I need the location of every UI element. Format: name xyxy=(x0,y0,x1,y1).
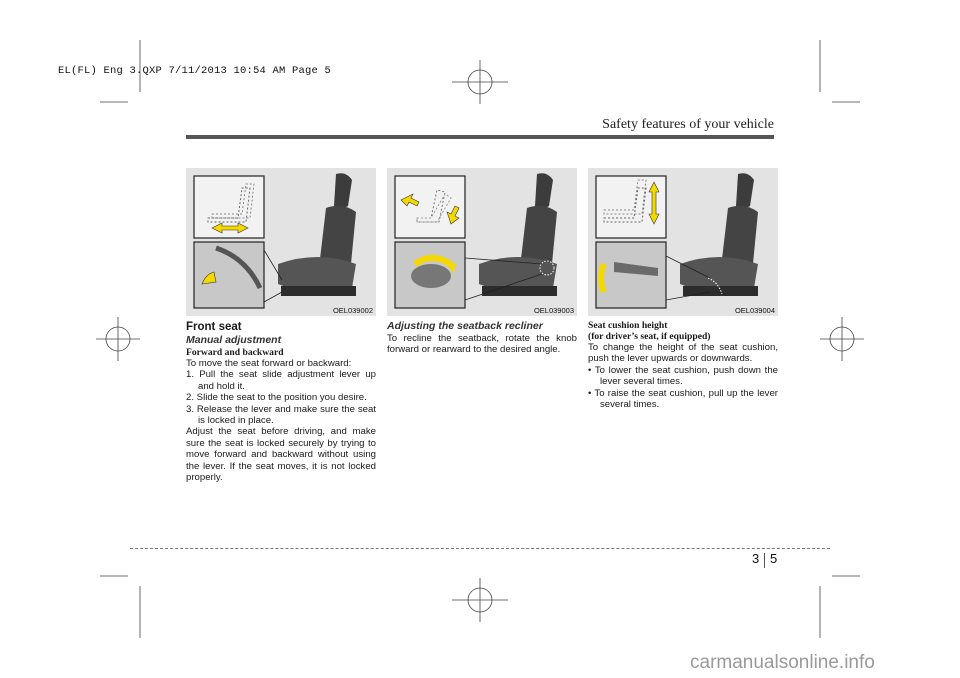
figure-code: OEL039004 xyxy=(734,306,775,315)
chapter-number: 3 xyxy=(752,551,760,566)
heading-forward-backward: Forward and backward xyxy=(186,347,284,358)
figure-cushion-height: OEL039004 xyxy=(588,168,778,316)
step-2: 2. Slide the seat to the position you de… xyxy=(186,392,367,404)
paragraph-recliner: To recline the seatback, rotate the knob… xyxy=(387,333,577,356)
figure-code: OEL039003 xyxy=(533,306,574,315)
paragraph-note: Adjust the seat before driving, and make… xyxy=(186,426,376,484)
arrow-icon xyxy=(400,193,460,225)
section-title: Safety features of your vehicle xyxy=(602,117,774,132)
figure-seatback-recliner: OEL039003 xyxy=(387,168,577,316)
watermark: carmanualsonline.info xyxy=(690,652,875,673)
print-slug: EL(FL) Eng 3.QXP 7/11/2013 10:54 AM Page… xyxy=(58,65,332,77)
paragraph-cushion-intro: To change the height of the seat cushion… xyxy=(588,342,778,365)
heading-if-equipped: (for driver’s seat, if equipped) xyxy=(588,331,711,342)
heading-front-seat: Front seat xyxy=(186,321,242,333)
vertical-double-arrow-icon xyxy=(648,181,660,225)
header-rule xyxy=(186,135,774,139)
column-cushion-height: Seat cushion height (for driver’s seat, … xyxy=(588,320,778,410)
heading-seatback-recliner: Adjusting the seatback recliner xyxy=(387,320,543,332)
bullet-lower: • To lower the seat cushion, push down t… xyxy=(588,364,778,388)
bullet-raise: • To raise the seat cushion, pull up the… xyxy=(588,387,778,411)
page-number: 5 xyxy=(770,551,778,566)
column-front-seat: Front seat Manual adjustment Forward and… xyxy=(186,320,376,483)
page-number-separator xyxy=(764,553,765,568)
heading-cushion-height: Seat cushion height xyxy=(588,320,668,331)
seat-illustration xyxy=(479,173,557,296)
figure-code: OEL039002 xyxy=(332,306,373,315)
seat-illustration xyxy=(680,173,758,296)
step-3: 3. Release the lever and make sure the s… xyxy=(186,403,376,427)
double-arrow-icon xyxy=(211,222,249,234)
footer-rule xyxy=(130,548,830,549)
seat-illustration xyxy=(278,173,356,296)
heading-manual-adjustment: Manual adjustment xyxy=(186,334,282,346)
column-recliner: Adjusting the seatback recliner To recli… xyxy=(387,320,577,356)
paragraph-intro: To move the seat forward or backward: xyxy=(186,358,352,369)
step-1: 1. Pull the seat slide adjustment lever … xyxy=(186,369,376,392)
figure-seat-slide: OEL039002 xyxy=(186,168,376,316)
